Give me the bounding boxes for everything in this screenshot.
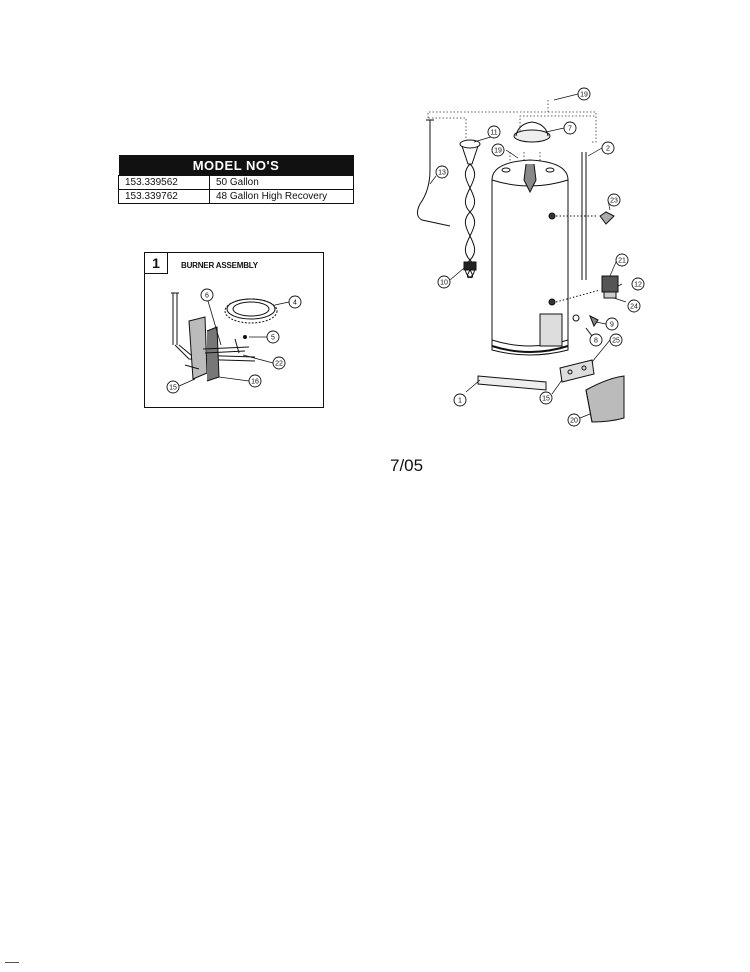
svg-text:16: 16 xyxy=(251,379,259,386)
water-heater-exploded-diagram: 19 11 7 19 2 13 23 21 12 24 10 9 xyxy=(416,87,645,427)
revision-date: 7/05 xyxy=(390,456,424,475)
burner-callout-4: 4 xyxy=(288,295,302,309)
outer-door-drawing xyxy=(585,375,625,423)
access-panel-drawing xyxy=(477,359,595,391)
main-callout-23: 23 xyxy=(607,193,621,207)
model-number: 153.339562 xyxy=(118,175,210,190)
svg-text:2: 2 xyxy=(606,146,610,153)
pilot-fitting-drawing xyxy=(572,314,599,337)
svg-text:15: 15 xyxy=(542,396,550,403)
svg-text:15: 15 xyxy=(169,385,177,392)
model-table-header-row: MODEL NO'S xyxy=(118,155,354,176)
model-table-header: MODEL NO'S xyxy=(118,155,354,176)
svg-text:12: 12 xyxy=(634,282,642,289)
burner-assembly-index: 1 xyxy=(145,253,168,274)
svg-text:22: 22 xyxy=(275,361,283,368)
inlet-nipple-drawing xyxy=(459,139,481,165)
main-callout-13: 13 xyxy=(435,165,449,179)
burner-callout-22: 22 xyxy=(272,356,286,370)
svg-text:19: 19 xyxy=(494,148,502,155)
water-heater-tank xyxy=(491,159,569,356)
svg-text:19: 19 xyxy=(580,92,588,99)
main-callout-15: 15 xyxy=(539,391,553,405)
anode-rod-drawing xyxy=(416,119,451,227)
dip-tube-drawing xyxy=(463,163,477,279)
burner-callout-16: 16 xyxy=(248,374,262,388)
svg-text:23: 23 xyxy=(610,198,618,205)
svg-text:9: 9 xyxy=(610,322,614,329)
burner-ring-drawing xyxy=(224,298,278,324)
main-callout-20: 20 xyxy=(567,413,581,427)
main-callout-8: 8 xyxy=(589,333,603,347)
main-callout-11: 11 xyxy=(487,125,501,139)
main-callout-21: 21 xyxy=(615,253,629,267)
main-callout-10: 10 xyxy=(437,275,451,289)
model-description: 50 Gallon xyxy=(209,175,354,190)
main-callout-24: 24 xyxy=(627,299,641,313)
svg-text:1: 1 xyxy=(458,398,462,405)
svg-text:13: 13 xyxy=(438,170,446,177)
manifold-drawing xyxy=(171,292,256,382)
main-callout-25: 25 xyxy=(609,333,623,347)
table-row: 153.339562 50 Gallon xyxy=(118,175,354,190)
svg-text:8: 8 xyxy=(594,338,598,345)
burner-callout-15: 15 xyxy=(166,380,180,394)
svg-text:11: 11 xyxy=(490,130,497,137)
model-number: 153.339762 xyxy=(118,189,210,204)
model-description: 48 Gallon High Recovery xyxy=(209,189,354,204)
svg-text:21: 21 xyxy=(618,258,626,265)
gas-control-valve-drawing xyxy=(548,275,619,306)
svg-text:5: 5 xyxy=(271,335,275,342)
svg-text:20: 20 xyxy=(570,418,578,425)
burner-assembly-drawing: 6 4 5 22 15 16 xyxy=(166,288,302,394)
burner-assembly-inset: 1 BURNER ASSEMBLY xyxy=(144,252,324,408)
main-callout-9: 9 xyxy=(605,317,619,331)
svg-text:10: 10 xyxy=(440,280,448,287)
svg-text:24: 24 xyxy=(630,304,638,311)
page-edge-mark xyxy=(5,962,19,963)
svg-text:6: 6 xyxy=(205,293,209,300)
draft-hood-drawing xyxy=(513,121,551,194)
main-callout-1: 1 xyxy=(453,393,467,407)
burner-leader-lines xyxy=(178,300,290,387)
svg-text:25: 25 xyxy=(612,338,620,345)
main-callout-19-top: 19 xyxy=(577,87,591,101)
burner-callout-6: 6 xyxy=(200,288,214,302)
main-callout-2: 2 xyxy=(601,141,615,155)
main-callout-7: 7 xyxy=(563,121,577,135)
svg-text:7: 7 xyxy=(568,126,572,133)
relief-valve-drawing xyxy=(548,211,615,225)
burner-assembly-title: BURNER ASSEMBLY xyxy=(181,261,258,270)
svg-text:4: 4 xyxy=(293,300,297,307)
table-row: 153.339762 48 Gallon High Recovery xyxy=(118,189,354,204)
burner-callout-5: 5 xyxy=(266,330,280,344)
model-numbers-table: MODEL NO'S 153.339562 50 Gallon 153.3397… xyxy=(118,155,354,204)
main-callout-19-mid: 19 xyxy=(491,143,505,157)
main-callout-12: 12 xyxy=(631,277,645,291)
